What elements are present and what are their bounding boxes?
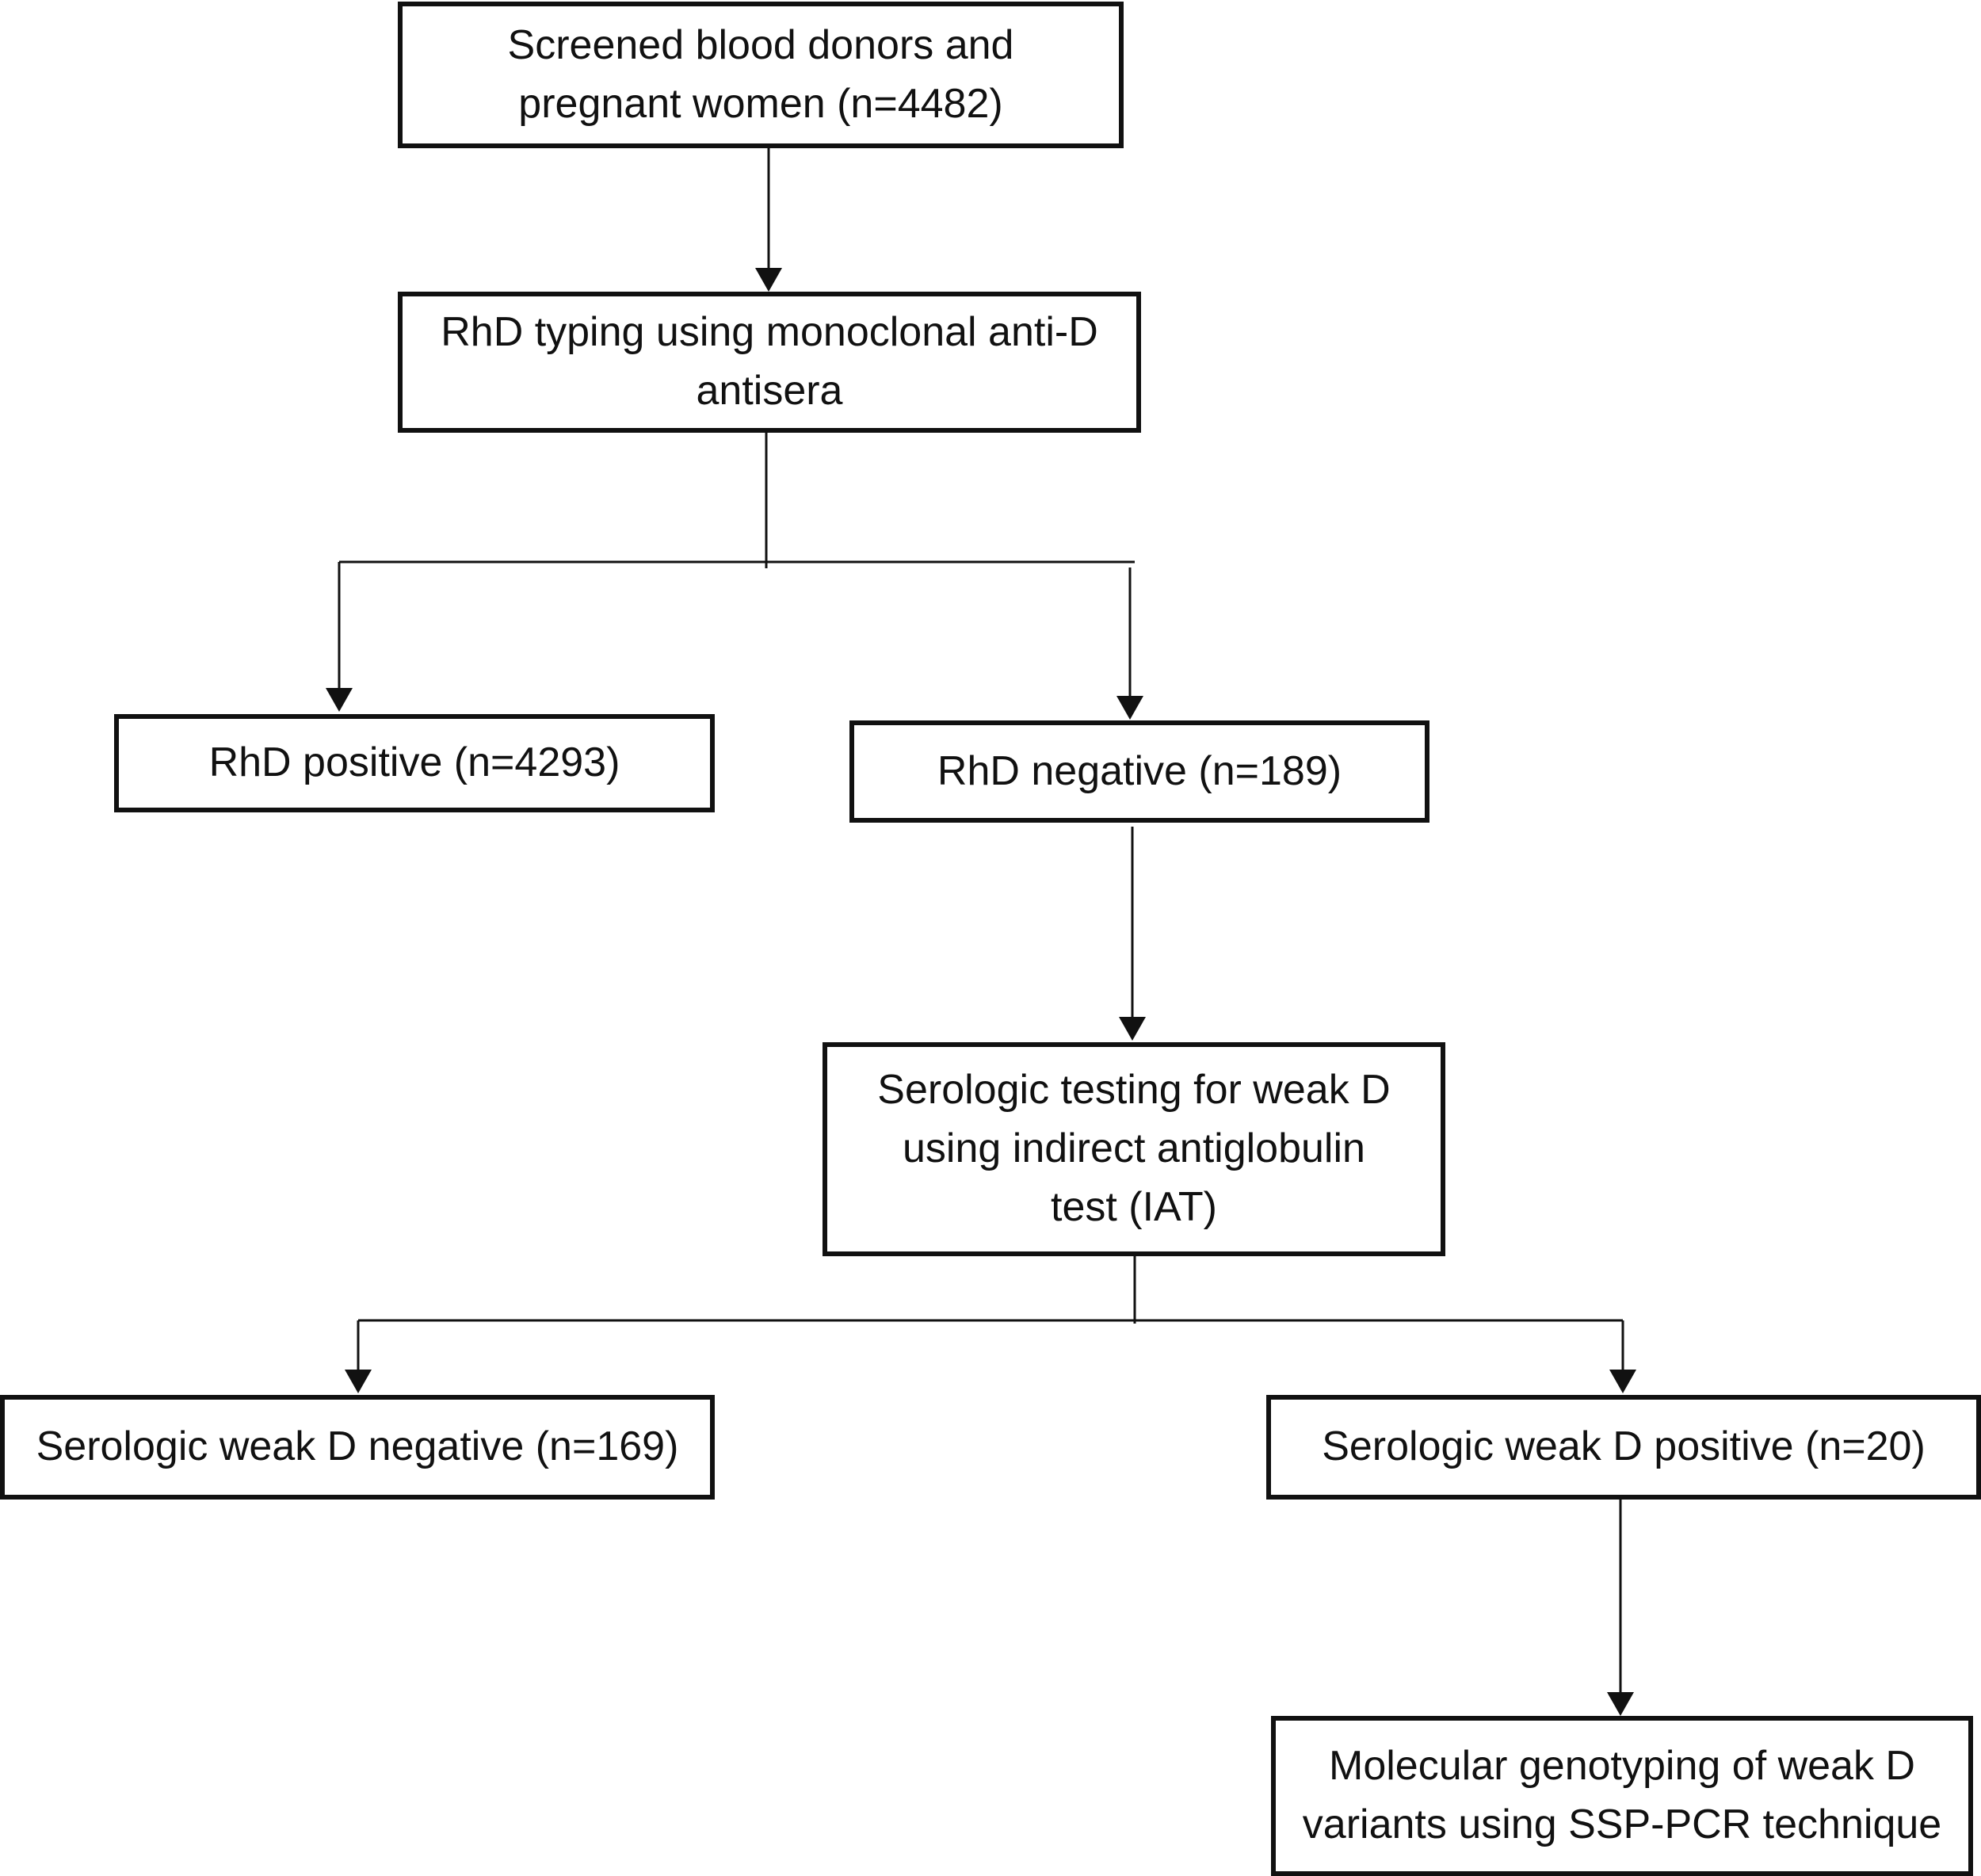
box-rhd-negative-label: RhD negative (n=189): [937, 747, 1342, 794]
arrowhead-molecular: [1607, 1692, 1634, 1716]
box-rhd-negative: RhD negative (n=189): [849, 720, 1429, 823]
box-rhd-positive: RhD positive (n=4293): [114, 714, 715, 812]
box-typing-line-2: antisera: [696, 368, 843, 414]
box-rhd-typing: RhD typing using monoclonal anti-D antis…: [398, 292, 1141, 433]
box-weak-d-positive-label: Serologic weak D positive (n=20): [1322, 1423, 1926, 1470]
box-weak-d-negative-label: Serologic weak D negative (n=169): [36, 1423, 679, 1470]
box-molecular-line-1: Molecular genotyping of weak D: [1329, 1743, 1915, 1790]
arrowhead-typing: [755, 268, 782, 292]
arrowhead-rhd-positive: [326, 688, 353, 712]
arrowhead-serologic: [1119, 1017, 1146, 1041]
box-serologic-line-3: test (IAT): [1051, 1183, 1217, 1230]
box-typing-line-1: RhD typing using monoclonal anti-D: [441, 309, 1098, 356]
arrowhead-weak-negative: [345, 1370, 372, 1393]
box-serologic-testing: Serologic testing for weak D using indir…: [823, 1042, 1445, 1256]
box-rhd-positive-label: RhD positive (n=4293): [208, 739, 620, 786]
box-screened-line-2: pregnant women (n=4482): [518, 80, 1003, 127]
box-weak-d-negative: Serologic weak D negative (n=169): [0, 1395, 715, 1500]
box-weak-d-positive: Serologic weak D positive (n=20): [1266, 1395, 1981, 1500]
box-screened-donors: Screened blood donors and pregnant women…: [398, 2, 1124, 148]
box-molecular-genotyping: Molecular genotyping of weak D variants …: [1271, 1716, 1973, 1876]
box-serologic-line-1: Serologic testing for weak D: [877, 1067, 1391, 1114]
box-molecular-line-2: variants using SSP-PCR technique: [1302, 1801, 1942, 1847]
box-screened-line-1: Screened blood donors and: [507, 21, 1014, 68]
box-serologic-line-2: using indirect antiglobulin: [903, 1125, 1365, 1172]
arrowhead-rhd-negative: [1116, 696, 1143, 720]
arrowhead-weak-positive: [1609, 1370, 1636, 1393]
